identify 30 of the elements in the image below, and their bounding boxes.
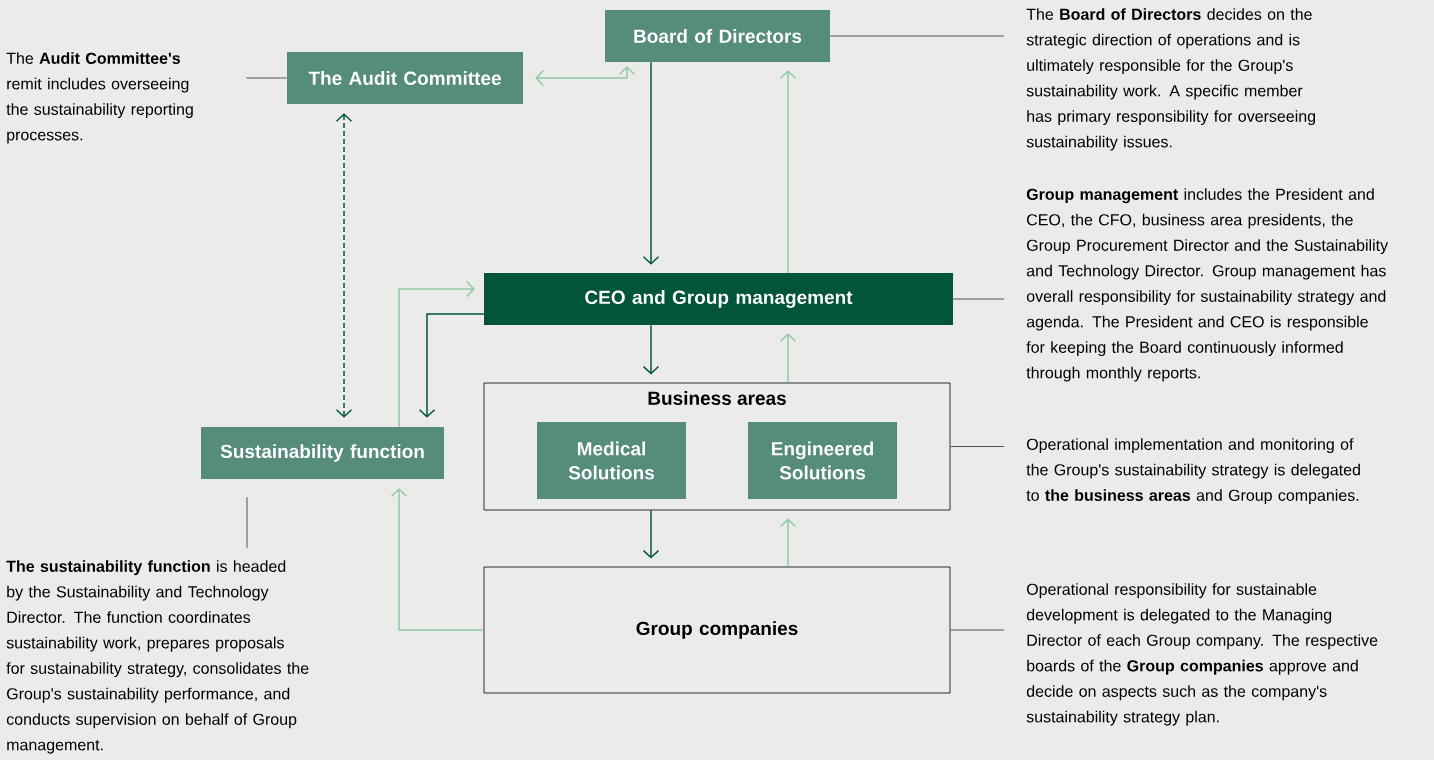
org-box: Group companies [483,566,951,694]
leader-line [952,298,1005,300]
arrow [779,333,797,384]
org-box: The Audit Committee [287,52,523,104]
description-text: The Audit Committee's remit includes overseeing the sustainability reporting processes. [6,52,193,144]
arrow [642,61,660,265]
org-box: Medical Solutions [537,422,686,499]
arrow [535,66,636,87]
arrow [779,70,797,274]
arrow [398,280,475,428]
leader-line [949,629,1005,631]
leader-line [949,446,1005,447]
leader-line [829,35,1005,37]
description-text: The Board of Directors decides on the strategic direction of operations and is ultimately responsible for the Group's sustainability work. A specific member has primary responsibility for overseeing sustainability issues. [1026,8,1316,151]
org-box: Engineered Solutions [748,422,897,499]
arrow [779,518,797,568]
arrow [418,313,485,418]
description-text: Operational responsibility for sustainable development is delegated to the Managing Director of each Group company. The respective boards of the Group companies approve and decide on aspects such as the company's sustainability strategy plan. [1026,583,1378,726]
leader-line [246,496,248,549]
arrow [642,509,660,559]
description-text: Group management includes the President and CEO, the CFO, business area presidents, the Group Procurement Director and the Sustainability and Technology Director. Group management has overall responsibility for sustainability strategy and agenda. The President and CEO is responsible for keeping the Board continuously informed through monthly reports. [1026,188,1389,382]
description-text: The sustainability function is headed by the Sustainability and Technology Director. The function coordinates sustainability work, prepares proposals for sustainability strategy, consolidates the Group's sustainability performance, and conducts supervision on behalf of Group management. [6,560,309,754]
org-box: CEO and Group management [484,273,953,325]
description-text: Operational implementation and monitoring of the Group's sustainability strategy is delegated to the business areas and Group companies. [1026,438,1360,505]
arrow [335,113,353,418]
org-box: Sustainability function [201,427,444,479]
arrow [390,488,485,631]
leader-line [245,77,288,79]
arrow [642,324,660,375]
org-box: Board of Directors [605,10,830,62]
